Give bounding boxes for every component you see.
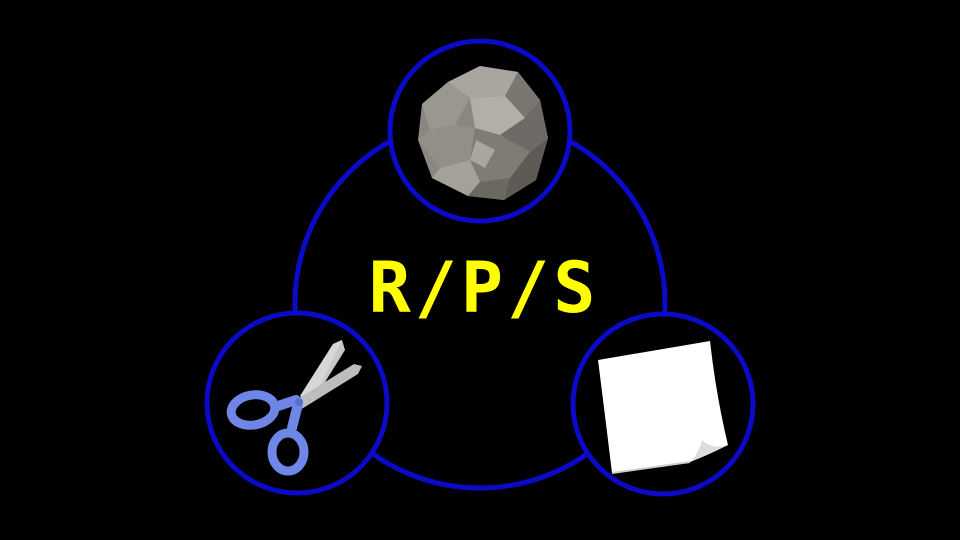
game-title: R/P/S [369, 247, 600, 329]
paper-choice[interactable] [570, 311, 756, 497]
rock-icon [418, 66, 548, 200]
scissors-choice[interactable] [204, 310, 390, 496]
paper-icon [598, 341, 728, 474]
rock-choice[interactable] [387, 38, 573, 224]
scissors-icon [226, 340, 362, 476]
